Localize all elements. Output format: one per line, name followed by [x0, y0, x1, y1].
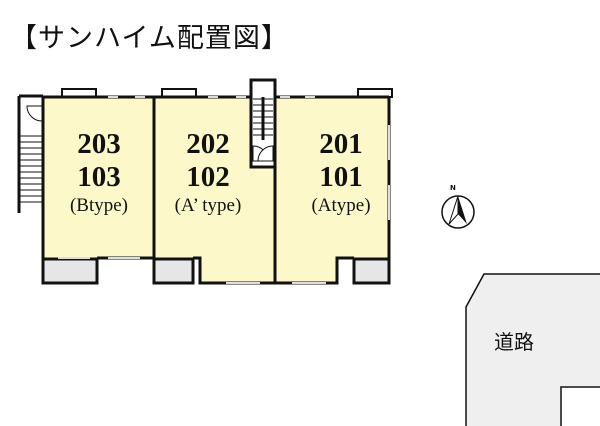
- unit-type: (A’ type): [174, 195, 242, 216]
- unit-type: (Btype): [69, 195, 129, 216]
- upper-unit-number: 201: [319, 128, 363, 160]
- window-marks: [58, 96, 390, 284]
- road-label: 道路: [494, 330, 534, 354]
- unit-label-201-101: 201 101 (Atype): [298, 128, 384, 216]
- lower-unit-number: 101: [319, 161, 363, 193]
- road-area: [465, 273, 600, 426]
- upper-unit-number: 202: [186, 128, 230, 160]
- unit-label-202-102: 202 102 (A’ type): [158, 128, 258, 216]
- lower-unit-number: 102: [186, 161, 230, 193]
- north-arrow-icon: [441, 195, 475, 229]
- unit-type: (Atype): [311, 195, 371, 216]
- central-stairwell: [249, 78, 277, 169]
- page-title: 【サンハイム配置図】: [10, 23, 289, 54]
- upper-unit-number: 203: [77, 128, 121, 160]
- lower-unit-number: 103: [77, 161, 121, 193]
- unit-label-203-103: 203 103 (Btype): [58, 128, 140, 216]
- left-staircase: [17, 94, 43, 213]
- compass-north-label: N: [450, 184, 456, 192]
